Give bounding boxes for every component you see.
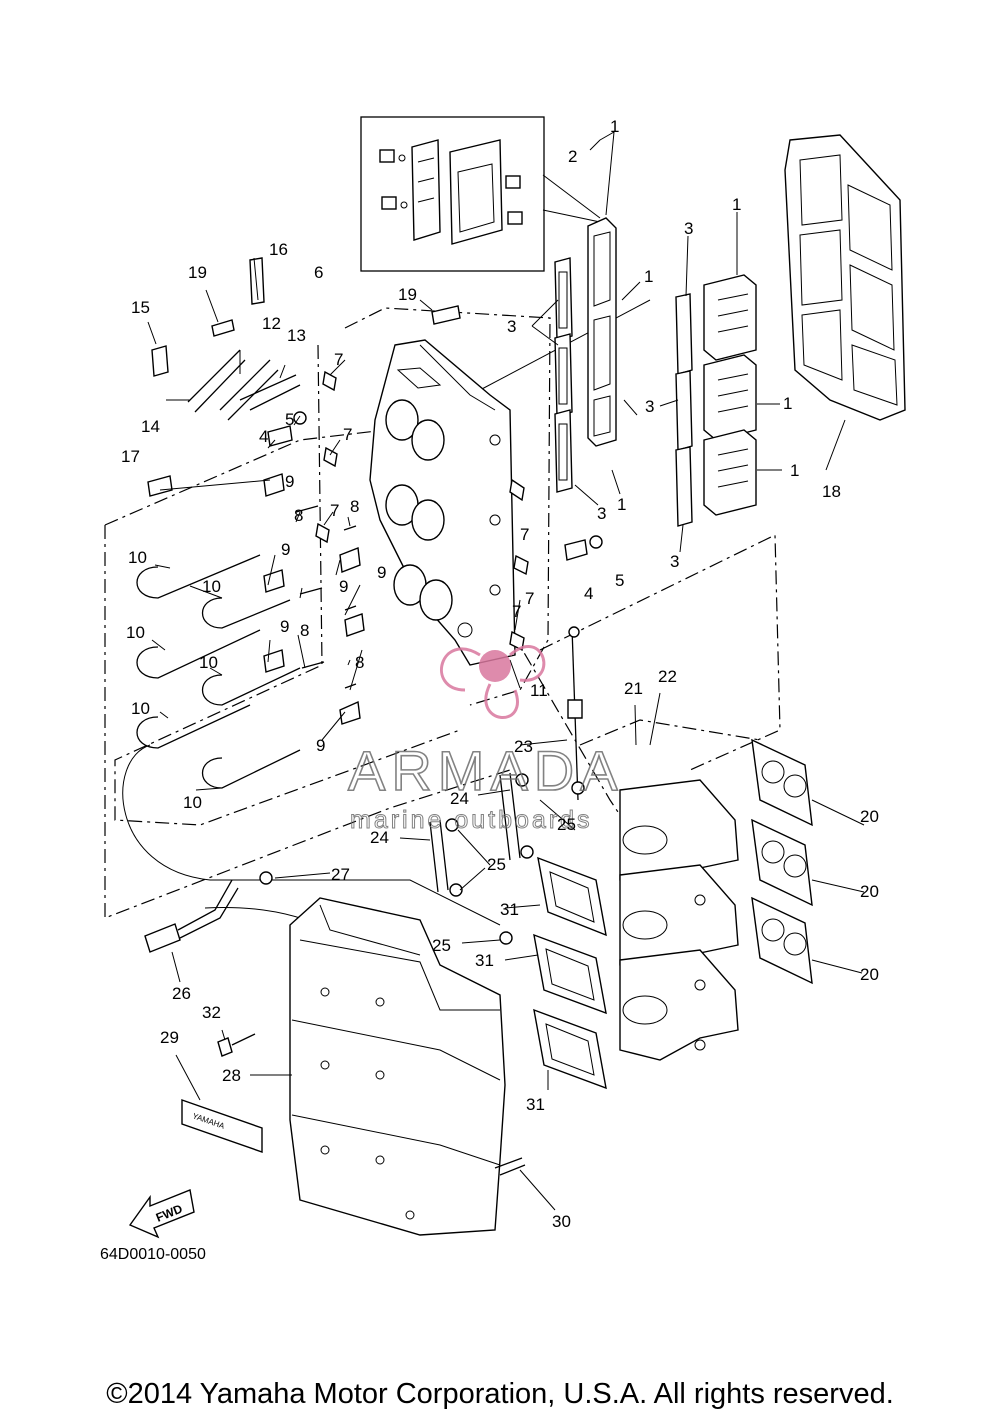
- callout-21: 21: [624, 679, 643, 698]
- drain-hose: [144, 879, 239, 953]
- callout-27: 27: [331, 865, 350, 884]
- callout-28: 28: [222, 1066, 241, 1085]
- reed-valve-detail-inset: [360, 116, 545, 272]
- silencer-gaskets: [533, 856, 607, 1090]
- callout-4: 4: [584, 584, 593, 603]
- leader-lines: [147, 131, 865, 1211]
- fittings: [147, 257, 603, 725]
- callout-26: 26: [172, 984, 191, 1003]
- callout-8: 8: [350, 497, 359, 516]
- callout-9: 9: [316, 736, 325, 755]
- callout-10: 10: [183, 793, 202, 812]
- callout-1: 1: [610, 117, 619, 136]
- small-hoses: [259, 772, 534, 945]
- intake-manifold: [369, 339, 516, 666]
- callout-20: 20: [860, 807, 879, 826]
- watermark-tagline: marine outboards: [350, 806, 593, 834]
- watermark-logo: ARMADA marine outboards: [347, 645, 624, 835]
- callout-13: 13: [287, 326, 306, 345]
- copyright-notice: ©2014 Yamaha Motor Corporation, U.S.A. A…: [106, 1378, 894, 1410]
- callout-24: 24: [370, 828, 389, 847]
- callout-18: 18: [822, 482, 841, 501]
- reed-valve-stack-left: [587, 217, 617, 447]
- callout-31: 31: [475, 951, 494, 970]
- callout-7: 7: [343, 425, 352, 444]
- callout-9: 9: [285, 472, 294, 491]
- callout-7: 7: [520, 525, 529, 544]
- callout-9: 9: [377, 563, 386, 582]
- throttle-bodies: [619, 779, 739, 1061]
- callout-29: 29: [160, 1028, 179, 1047]
- callout-7: 7: [512, 602, 521, 621]
- callout-1: 1: [783, 394, 792, 413]
- callout-6: 6: [314, 263, 323, 282]
- callout-20: 20: [860, 965, 879, 984]
- callout-1: 1: [790, 461, 799, 480]
- callout-7: 7: [334, 350, 343, 369]
- callout-25: 25: [432, 936, 451, 955]
- callout-10: 10: [128, 548, 147, 567]
- callout-30: 30: [552, 1212, 571, 1231]
- callout-15: 15: [131, 298, 150, 317]
- watermark-propeller-hub: [479, 650, 511, 682]
- callout-19: 19: [398, 285, 417, 304]
- callout-2: 2: [568, 147, 577, 166]
- callout-19: 19: [188, 263, 207, 282]
- tube: [494, 1157, 526, 1176]
- callout-1: 1: [617, 495, 626, 514]
- callout-22: 22: [658, 667, 677, 686]
- callout-24: 24: [450, 789, 469, 808]
- part-callouts: 1 1 1 1 1 1 2 3 3 3 3 3 4 4 5 5 6 7 7 7 …: [121, 117, 879, 1231]
- callout-25: 25: [557, 815, 576, 834]
- callout-5: 5: [615, 571, 624, 590]
- reed-gaskets-right: [675, 293, 693, 527]
- callout-8: 8: [355, 653, 364, 672]
- callout-10: 10: [126, 623, 145, 642]
- throttle-gaskets: [751, 738, 813, 985]
- callout-3: 3: [684, 219, 693, 238]
- hoses: [136, 349, 301, 789]
- callout-9: 9: [339, 577, 348, 596]
- callout-23: 23: [514, 737, 533, 756]
- callout-16: 16: [269, 240, 288, 259]
- callout-25: 25: [487, 855, 506, 874]
- callout-31: 31: [500, 900, 519, 919]
- callout-5: 5: [285, 410, 294, 429]
- linkage-rod: [567, 626, 585, 801]
- callout-10: 10: [202, 577, 221, 596]
- callout-12: 12: [262, 314, 281, 333]
- callout-17: 17: [121, 447, 140, 466]
- large-gasket: [784, 134, 906, 421]
- callout-7: 7: [525, 589, 534, 608]
- reed-gaskets-left: [554, 257, 573, 493]
- callout-1: 1: [644, 267, 653, 286]
- callout-32: 32: [202, 1003, 221, 1022]
- reed-valve-assemblies: [703, 274, 757, 516]
- callout-3: 3: [645, 397, 654, 416]
- intake-silencer: [289, 897, 506, 1236]
- name-plate: YAMAHA: [181, 1099, 263, 1153]
- callout-8: 8: [300, 621, 309, 640]
- callout-31: 31: [526, 1095, 545, 1114]
- callout-11: 11: [530, 681, 548, 700]
- bolt: [217, 1037, 233, 1057]
- callout-10: 10: [131, 699, 150, 718]
- callout-7: 7: [330, 501, 339, 520]
- callout-1: 1: [732, 195, 741, 214]
- callout-4: 4: [259, 427, 268, 446]
- watermark-brand: ARMADA: [348, 739, 624, 802]
- callout-10: 10: [199, 653, 218, 672]
- callout-20: 20: [860, 882, 879, 901]
- fwd-arrow: FWD: [128, 1189, 195, 1239]
- callout-8: 8: [294, 506, 303, 525]
- callout-3: 3: [507, 317, 516, 336]
- callout-3: 3: [670, 552, 679, 571]
- callout-9: 9: [280, 617, 289, 636]
- callout-3: 3: [597, 504, 606, 523]
- callout-9: 9: [281, 540, 290, 559]
- diagram-code: 64D0010-0050: [100, 1246, 206, 1263]
- callout-14: 14: [141, 417, 160, 436]
